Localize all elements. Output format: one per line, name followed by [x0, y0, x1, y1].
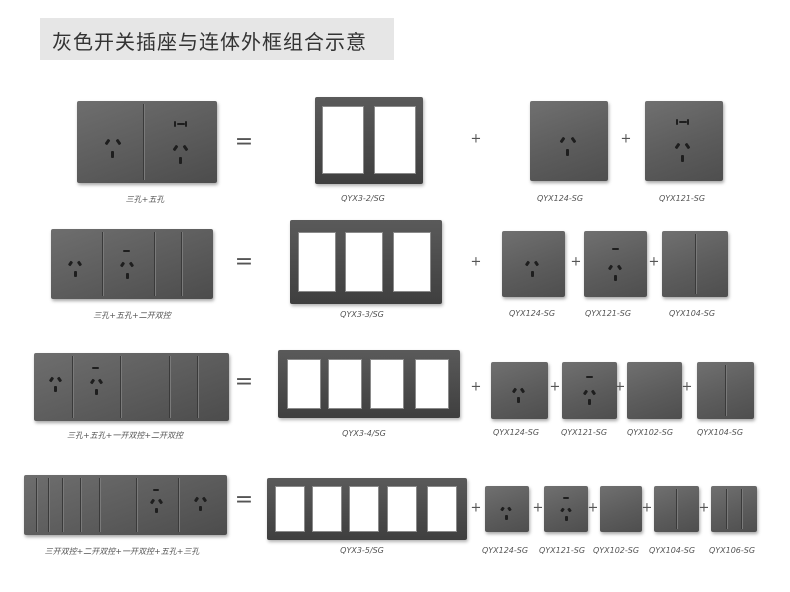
- assembly-image: [34, 353, 229, 421]
- module-image: [584, 231, 647, 297]
- plus-sign: +: [470, 500, 482, 516]
- module-image: [491, 362, 548, 419]
- module-image: [654, 486, 699, 532]
- combination-row-2: 三孔+五孔+二开双控 = QYX3-3/SG + QYX124-SG + QYX…: [51, 220, 728, 320]
- title-bar: 灰色开关插座与连体外框组合示意: [40, 18, 394, 60]
- assembly-label: 三孔+五孔: [125, 195, 165, 204]
- module-image: [502, 231, 565, 297]
- module-image: [627, 362, 682, 419]
- plus-sign: +: [587, 500, 599, 516]
- module-image: [645, 101, 723, 181]
- plus-sign: +: [648, 254, 660, 270]
- plus-sign: +: [532, 500, 544, 516]
- plus-sign: +: [470, 131, 482, 147]
- module-label: QYX121-SG: [584, 309, 632, 318]
- module-label: QYX121-SG: [658, 194, 706, 203]
- frame-label: QYX3-2/SG: [341, 194, 385, 203]
- assembly-label: 三孔+五孔+二开双控: [93, 311, 171, 320]
- module-image: [530, 101, 608, 181]
- assembly-image: [24, 475, 227, 535]
- module-label: QYX121-SG: [538, 546, 586, 555]
- plus-sign: +: [570, 254, 582, 270]
- module-image: [662, 231, 728, 297]
- combination-row-1: 三孔+五孔 = QYX3-2/SG + QYX124-SG + QYX121-S…: [0, 0, 790, 215]
- module-label: QYX104-SG: [668, 309, 716, 318]
- module-label: QYX124-SG: [508, 309, 556, 318]
- module-label: QYX102-SG: [626, 428, 674, 437]
- assembly-image: [77, 101, 217, 183]
- equals-sign: =: [234, 249, 254, 275]
- equals-sign: =: [234, 487, 254, 513]
- plus-sign: +: [470, 379, 482, 395]
- module-label: QYX104-SG: [696, 428, 744, 437]
- plus-sign: +: [549, 379, 561, 395]
- assembly-image: [51, 229, 213, 299]
- module-label: QYX102-SG: [592, 546, 640, 555]
- plus-sign: +: [698, 500, 710, 516]
- combination-row-3: 三孔+五孔+一开双控+二开双控 = QYX3-4/SG + QYX124-SG …: [34, 350, 754, 440]
- plus-sign: +: [620, 131, 632, 147]
- plus-sign: +: [614, 379, 626, 395]
- module-image: [697, 362, 754, 419]
- frame-image: [267, 478, 467, 540]
- module-label: QYX106-SG: [708, 546, 756, 555]
- frame-label: QYX3-5/SG: [340, 546, 384, 555]
- assembly-label: 三孔+五孔+一开双控+二开双控: [66, 431, 184, 440]
- page-title: 灰色开关插座与连体外框组合示意: [52, 30, 367, 54]
- module-image: [562, 362, 617, 419]
- module-image: [544, 486, 588, 532]
- equals-sign: =: [234, 129, 254, 155]
- plus-sign: +: [641, 500, 653, 516]
- module-label: QYX121-SG: [560, 428, 608, 437]
- frame-image: [315, 97, 423, 184]
- module-image: [485, 486, 529, 532]
- frame-image: [290, 220, 442, 304]
- frame-label: QYX3-4/SG: [342, 429, 386, 438]
- module-label: QYX124-SG: [481, 546, 529, 555]
- frame-image: [278, 350, 460, 418]
- assembly-label: 三开双控+二开双控+一开双控+五孔+三孔: [44, 547, 200, 556]
- equals-sign: =: [234, 369, 254, 395]
- frame-label: QYX3-3/SG: [340, 310, 384, 319]
- plus-sign: +: [681, 379, 693, 395]
- plus-sign: +: [470, 254, 482, 270]
- module-label: QYX104-SG: [648, 546, 696, 555]
- module-image: [711, 486, 757, 532]
- module-label: QYX124-SG: [536, 194, 584, 203]
- module-label: QYX124-SG: [492, 428, 540, 437]
- module-image: [600, 486, 642, 532]
